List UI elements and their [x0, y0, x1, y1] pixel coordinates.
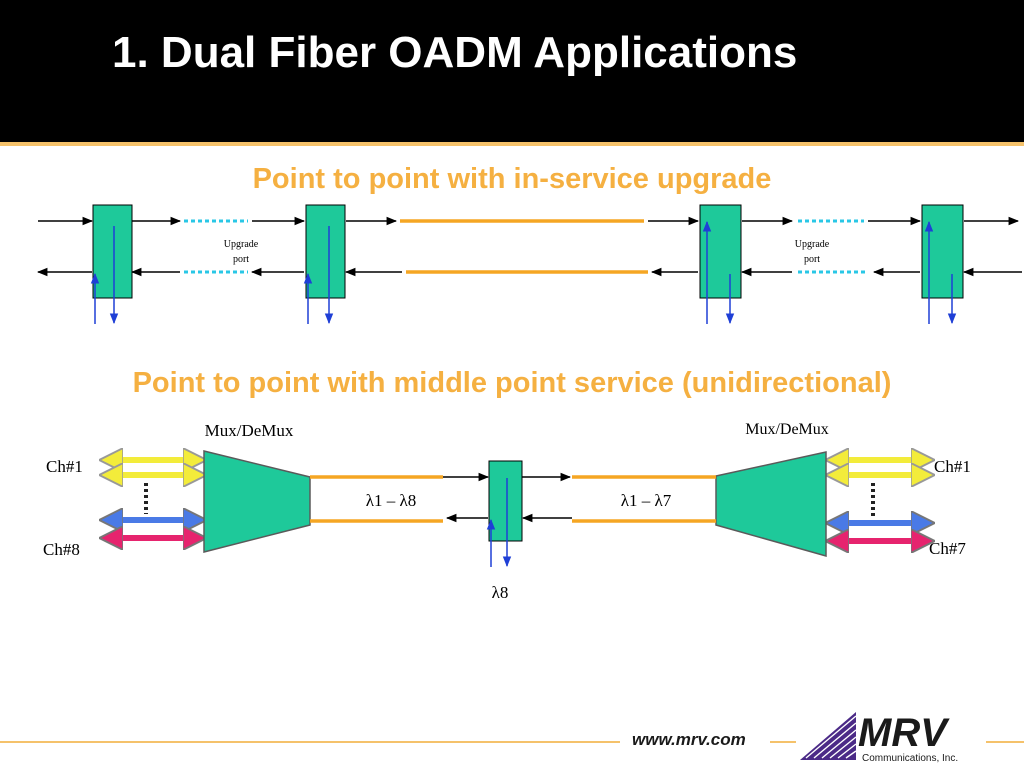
upgrade-port-label: Upgrade [224, 239, 259, 250]
wavelength-label-left: λ1 – λ8 [366, 491, 417, 510]
footer-url[interactable]: www.mrv.com [632, 730, 746, 749]
oadm-box [92, 204, 133, 299]
mrv-logo-subtext: Communications, Inc. [862, 753, 958, 764]
footer: MRV Communications, Inc. [0, 711, 1024, 764]
mux-demux-right [715, 451, 827, 557]
title-rule [0, 142, 1024, 146]
drop-wavelength-label: λ8 [492, 583, 509, 602]
channel-label-right-bottom: Ch#7 [929, 539, 966, 558]
section2-diagram: Mux/DeMux Mux/DeMux Ch#1 Ch#8 Ch#1 Ch#7 [43, 421, 971, 602]
slide-title: 1. Dual Fiber OADM Applications [112, 28, 798, 77]
mux-demux-label-left: Mux/DeMux [205, 421, 294, 440]
mrv-logo-text: MRV [858, 711, 950, 755]
section1-diagram: Upgrade port Upgrade port [36, 204, 1022, 325]
wavelength-label-right: λ1 – λ7 [621, 491, 672, 510]
upgrade-port-label: Upgrade [795, 239, 830, 250]
channel-label-right-top: Ch#1 [934, 457, 971, 476]
channel-label-left-bottom: Ch#8 [43, 540, 80, 559]
mux-demux-left [203, 450, 311, 553]
upgrade-port-label: port [804, 254, 820, 265]
upgrade-port-label: port [233, 254, 249, 265]
section1-title: Point to point with in-service upgrade [252, 163, 772, 195]
oadm-box-middle [488, 460, 523, 542]
section2-title: Point to point with middle point service… [132, 367, 892, 399]
mrv-logo-icon [800, 712, 857, 760]
title-bar [0, 0, 1024, 142]
channel-label-left-top: Ch#1 [46, 457, 83, 476]
oadm-box [305, 204, 346, 299]
oadm-box [921, 204, 964, 299]
mux-demux-label-right: Mux/DeMux [745, 421, 829, 438]
oadm-box [699, 204, 742, 299]
